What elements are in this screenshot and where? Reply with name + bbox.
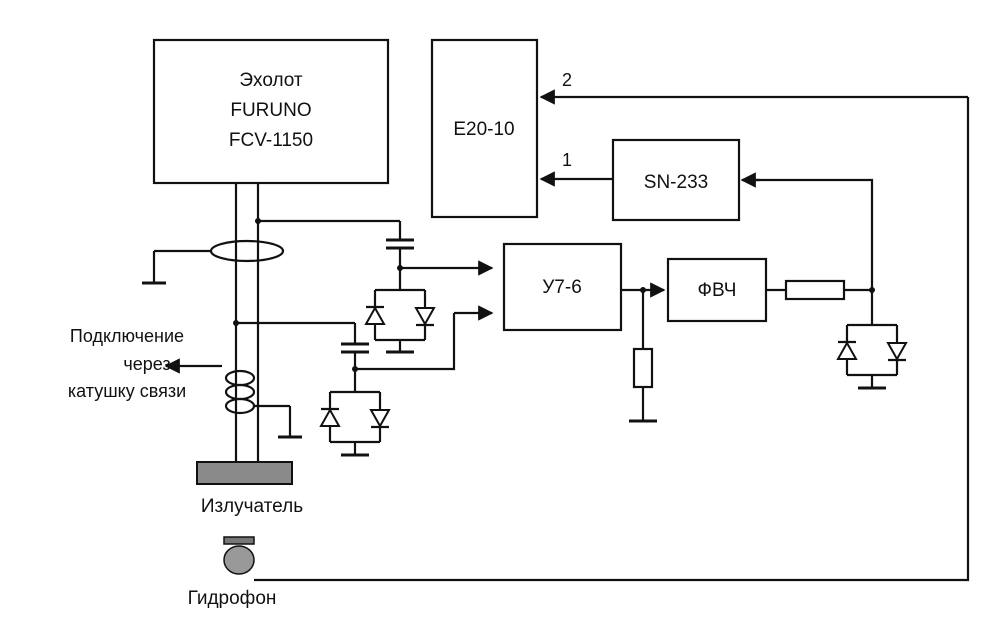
diode-limiter-upper — [364, 288, 436, 354]
echosounder-block — [152, 38, 390, 185]
sn-233-label: SN-233 — [644, 172, 708, 193]
load-resistor — [632, 347, 654, 389]
u7-6-label: У7-6 — [542, 277, 582, 298]
capacitor-upper — [386, 238, 414, 250]
coupling-coil — [224, 369, 256, 415]
diode-limiter-output — [836, 323, 908, 389]
emitter-block — [196, 461, 293, 485]
channel-1-label: 1 — [562, 150, 572, 170]
diode-limiter-lower — [319, 390, 391, 456]
e20-10-label: E20-10 — [453, 119, 514, 140]
cable-shield — [209, 239, 285, 263]
coupling-label-line1: Подключение — [70, 326, 184, 346]
echosounder-label-line3: FCV-1150 — [229, 130, 313, 151]
emitter-label: Излучатель — [201, 496, 303, 517]
hydrophone-label: Гидрофон — [188, 588, 277, 609]
hydrophone-icon — [223, 536, 255, 575]
fvch-label: ФВЧ — [698, 280, 737, 301]
u7-6-block — [502, 242, 623, 332]
series-resistor — [784, 279, 846, 301]
fvch-block — [666, 257, 768, 323]
capacitor-lower — [341, 342, 369, 354]
e20-10-block — [430, 38, 539, 219]
coupling-label-line2: через — [123, 354, 170, 374]
channel-2-label: 2 — [562, 70, 572, 90]
echosounder-label-line2: FURUNO — [230, 100, 311, 121]
echosounder-label-line1: Эхолот — [239, 70, 303, 91]
coupling-label-line3: катушку связи — [68, 381, 186, 401]
